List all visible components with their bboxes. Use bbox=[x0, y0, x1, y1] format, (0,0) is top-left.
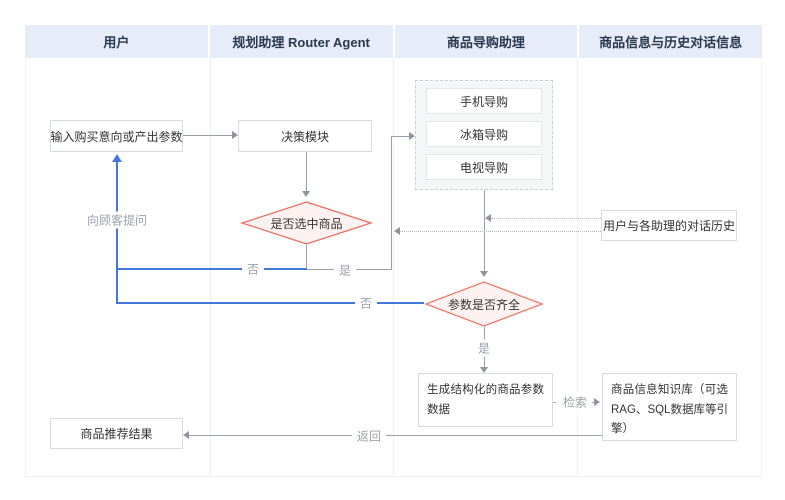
node-knowledge-base: 商品信息知识库（可选RAG、SQL数据库等引擎） bbox=[602, 373, 737, 441]
diamond-shape bbox=[424, 281, 544, 327]
node-fridge-guide: 冰箱导购 bbox=[426, 121, 542, 147]
diamond-product-selected: 是否选中商品 bbox=[240, 201, 373, 245]
edge-return bbox=[189, 435, 602, 436]
lane-header-user: 用户 bbox=[25, 25, 208, 58]
arrowhead-retrieve bbox=[594, 398, 600, 406]
arrowhead-yes1-into-guides bbox=[409, 132, 415, 140]
node-phone-guide: 手机导购 bbox=[426, 88, 542, 114]
edge-label-retrieve: 检索 bbox=[557, 393, 593, 411]
node-generate-params: 生成结构化的商品参数数据 bbox=[418, 373, 553, 427]
arrowhead-decision-to-diamond1 bbox=[302, 191, 310, 197]
edge-no2-horizontal bbox=[116, 302, 424, 304]
edge-diamond1-stub bbox=[306, 245, 307, 270]
lane-divider-3 bbox=[577, 58, 578, 477]
node-dialog-history: 用户与各助理的对话历史 bbox=[601, 210, 737, 241]
arrowhead-ask-customer bbox=[112, 154, 122, 162]
arrowhead-guides-to-diamond2 bbox=[480, 271, 488, 277]
node-tv-guide: 电视导购 bbox=[426, 154, 542, 180]
edge-yes1-into-guides bbox=[391, 136, 409, 137]
edge-label-yes1: 是 bbox=[333, 261, 357, 279]
diamond-params-complete-label: 参数是否齐全 bbox=[447, 297, 520, 312]
edge-input-to-decision bbox=[183, 135, 232, 136]
arrowhead-return bbox=[183, 431, 189, 439]
guide-assistants-container: 手机导购 冰箱导购 电视导购 bbox=[415, 80, 553, 190]
lane-header-guide-assistant: 商品导购助理 bbox=[394, 25, 578, 58]
node-recommend-result: 商品推荐结果 bbox=[50, 418, 183, 449]
edge-label-no2: 否 bbox=[354, 294, 378, 312]
edge-label-no1: 否 bbox=[241, 260, 265, 278]
lane-header-row: 用户 规划助理 Router Agent 商品导购助理 商品信息与历史对话信息 bbox=[25, 25, 762, 58]
arrowhead-history-to-routerline bbox=[394, 227, 400, 235]
edge-history-to-guideline bbox=[491, 218, 601, 219]
edge-no1-horizontal bbox=[116, 268, 307, 270]
edge-label-ask-customer: 向顾客提问 bbox=[81, 211, 153, 229]
edge-yes1-vertical bbox=[391, 136, 392, 270]
node-input-intent: 输入购买意向或产出参数 bbox=[50, 120, 183, 152]
lane-divider-2 bbox=[393, 58, 394, 477]
diamond-product-selected-label: 是否选中商品 bbox=[270, 216, 343, 231]
edge-decision-to-diamond1 bbox=[306, 152, 307, 191]
arrowhead-diamond2-to-generate bbox=[480, 367, 488, 373]
arrowhead-input-to-decision bbox=[232, 131, 238, 139]
edge-label-return: 返回 bbox=[351, 427, 387, 445]
diamond-shape bbox=[240, 201, 373, 245]
edge-label-yes2: 是 bbox=[472, 339, 496, 357]
edge-ask-customer-vertical bbox=[116, 161, 118, 304]
lane-divider-1 bbox=[210, 58, 211, 477]
lane-header-router-agent: 规划助理 Router Agent bbox=[209, 25, 393, 58]
arrowhead-history-to-guideline bbox=[485, 214, 491, 222]
edge-history-to-routerline bbox=[400, 231, 601, 232]
node-decision-module: 决策模块 bbox=[238, 120, 372, 152]
diamond-params-complete: 参数是否齐全 bbox=[424, 281, 544, 327]
lane-header-info-history: 商品信息与历史对话信息 bbox=[579, 25, 762, 58]
